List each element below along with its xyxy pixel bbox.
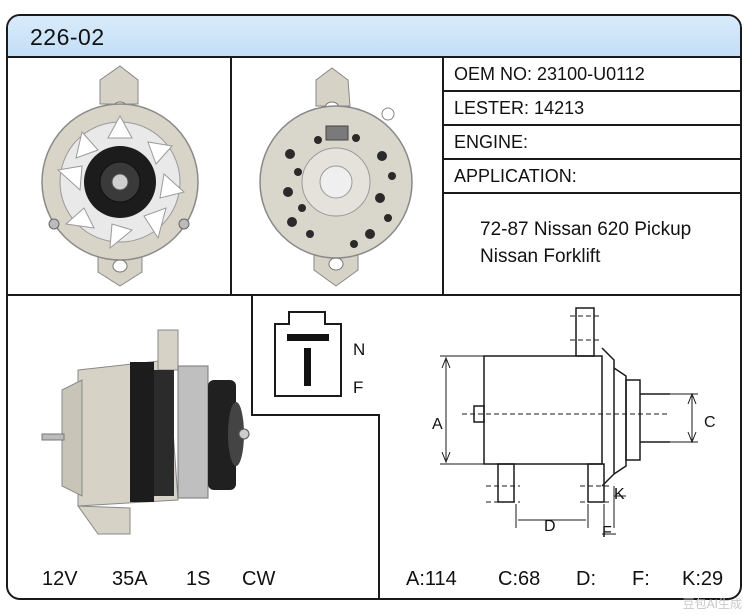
product-card: 226-02 (6, 14, 742, 600)
alternator-rear-image (259, 67, 413, 287)
connector-diagram: N F (251, 296, 380, 416)
watermark: 豆包AI生成 (682, 597, 742, 611)
card-header: 226-02 (8, 16, 740, 58)
dim-value-d: D: (576, 568, 596, 590)
lester-value: 14213 (534, 98, 585, 118)
application-line-2: Nissan Forklift (480, 246, 601, 267)
engine-row: ENGINE: (444, 126, 740, 160)
dim-value-a: A:114 (406, 568, 457, 590)
dimension-drawing: A C D F K A:114 C:68 D: F: K:29 (380, 296, 740, 598)
dim-value-k: K:29 (682, 568, 724, 590)
oem-value: 23100-U0112 (537, 64, 645, 84)
alternator-rear-photo (232, 58, 444, 296)
dim-label-d: D (544, 518, 556, 535)
oem-row: OEM NO: 23100-U0112 (444, 58, 740, 92)
dim-label-a: A (432, 416, 443, 433)
alternator-front-photo (8, 58, 232, 296)
application-line-1: 72-87 Nissan 620 Pickup (480, 219, 692, 240)
lester-label: LESTER: (454, 98, 530, 118)
engine-label: ENGINE: (454, 132, 529, 152)
dimension-schematic (440, 307, 698, 535)
oem-label: OEM NO: (454, 64, 533, 84)
pulley-spec: 1S (186, 568, 211, 590)
alternator-side-image (41, 329, 250, 535)
application-row: APPLICATION: (444, 160, 740, 194)
dim-label-f: F (602, 524, 612, 541)
dim-label-c: C (704, 414, 716, 431)
part-number-title: 226-02 (30, 24, 105, 50)
application-label: APPLICATION: (454, 166, 577, 186)
connector-label-f: F (353, 378, 364, 397)
lester-row: LESTER: 14213 (444, 92, 740, 126)
info-panel: OEM NO: 23100-U0112 LESTER: 14213 ENGINE… (444, 58, 740, 296)
bottom-divider (378, 416, 380, 598)
connector-plug-image (274, 311, 342, 397)
dim-label-k: K (614, 486, 625, 503)
dim-value-c: C:68 (498, 568, 541, 590)
amperage-spec: 35A (112, 568, 148, 590)
voltage-spec: 12V (42, 568, 78, 590)
connector-label-n: N (353, 340, 366, 359)
alternator-front-image (41, 65, 199, 287)
dim-value-f: F: (632, 568, 650, 590)
application-list: 72-87 Nissan 620 Pickup Nissan Forklift (444, 194, 740, 294)
rotation-spec: CW (242, 568, 276, 590)
